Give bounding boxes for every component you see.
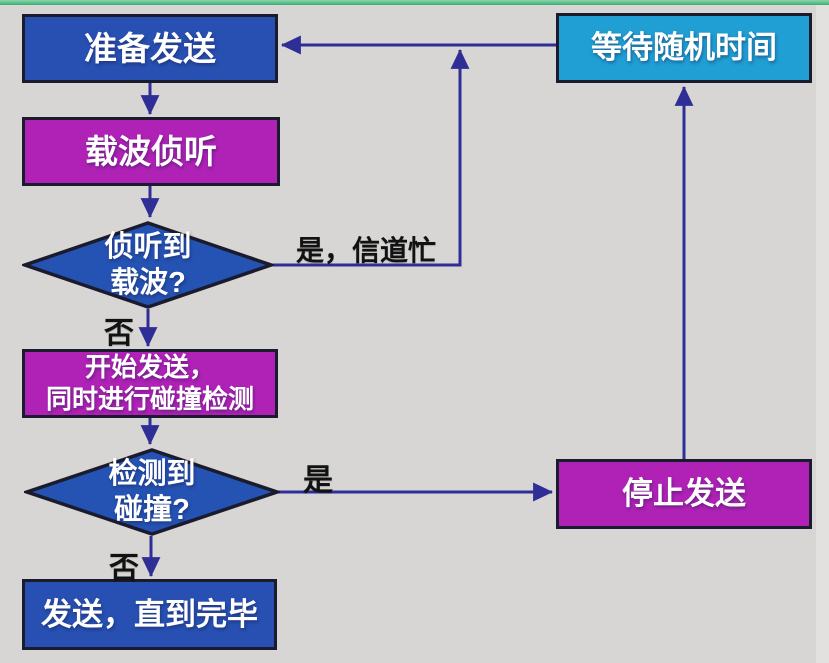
node-wait-random-time: 等待随机时间: [556, 13, 812, 83]
node-prepare-send: 准备发送: [22, 14, 278, 83]
node-carrier-sense: 载波侦听: [22, 117, 280, 186]
edge-label-collision-no: 否: [109, 552, 139, 585]
node-stop-send: 停止发送: [556, 459, 812, 529]
collision-decision-label: 检测到 碰撞?: [108, 457, 196, 526]
node-collision-detected-decision: 检测到 碰撞?: [24, 447, 280, 537]
edge-label-collision-yes: 是: [303, 464, 333, 497]
carrier-decision-diamond-shape: [22, 221, 274, 309]
node-start-send: 开始发送， 同时进行碰撞检测: [22, 349, 278, 418]
edge-label-carrier-no: 否: [104, 317, 134, 350]
carrier-decision-label: 侦听到 载波?: [104, 230, 192, 299]
node-send-until-done: 发送，直到完毕: [22, 579, 277, 650]
node-carrier-detected-decision: 侦听到 载波?: [22, 220, 274, 310]
collision-decision-diamond-shape: [24, 448, 280, 536]
top-green-bar: [0, 0, 829, 5]
edge-label-carrier-yes-busy: 是，信道忙: [296, 235, 437, 266]
right-edge-strip: [816, 5, 829, 663]
